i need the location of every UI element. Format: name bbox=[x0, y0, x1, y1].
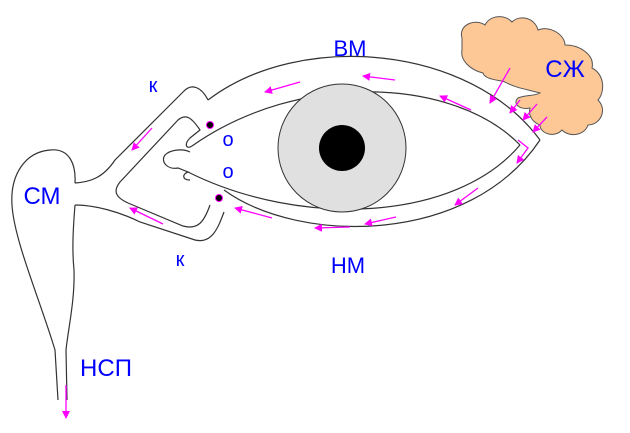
label-lower-lid: НМ bbox=[331, 253, 365, 278]
canaliculus-outer-lower bbox=[74, 204, 225, 242]
tear-flow-arrows bbox=[62, 67, 548, 419]
canaliculus-outer-upper bbox=[74, 86, 209, 184]
nasolacrimal-duct bbox=[65, 204, 76, 401]
lacrimal-sac bbox=[11, 149, 76, 401]
lower-lid-inner bbox=[187, 144, 521, 210]
lacrimal-gland bbox=[460, 16, 604, 136]
medial-canthus bbox=[162, 149, 191, 181]
canaliculus-inner bbox=[115, 116, 211, 228]
pupil bbox=[319, 125, 365, 171]
label-lacrimal-sac: СМ bbox=[23, 183, 60, 210]
label-upper-lid: ВМ bbox=[334, 36, 367, 61]
upper-lid-outer bbox=[207, 55, 541, 141]
label-lacrimal-gland: СЖ bbox=[545, 56, 585, 83]
label-canaliculus-lower: к bbox=[176, 249, 185, 271]
lower-punctum-dot bbox=[215, 194, 223, 202]
label-canaliculus-upper: к bbox=[149, 75, 158, 97]
label-punctum-upper: о bbox=[222, 129, 233, 151]
lower-lid-outer bbox=[223, 139, 541, 227]
label-punctum-lower: о bbox=[222, 161, 233, 183]
upper-punctum-dot bbox=[206, 121, 214, 129]
label-nasolacrimal-duct: НСП bbox=[80, 355, 132, 382]
